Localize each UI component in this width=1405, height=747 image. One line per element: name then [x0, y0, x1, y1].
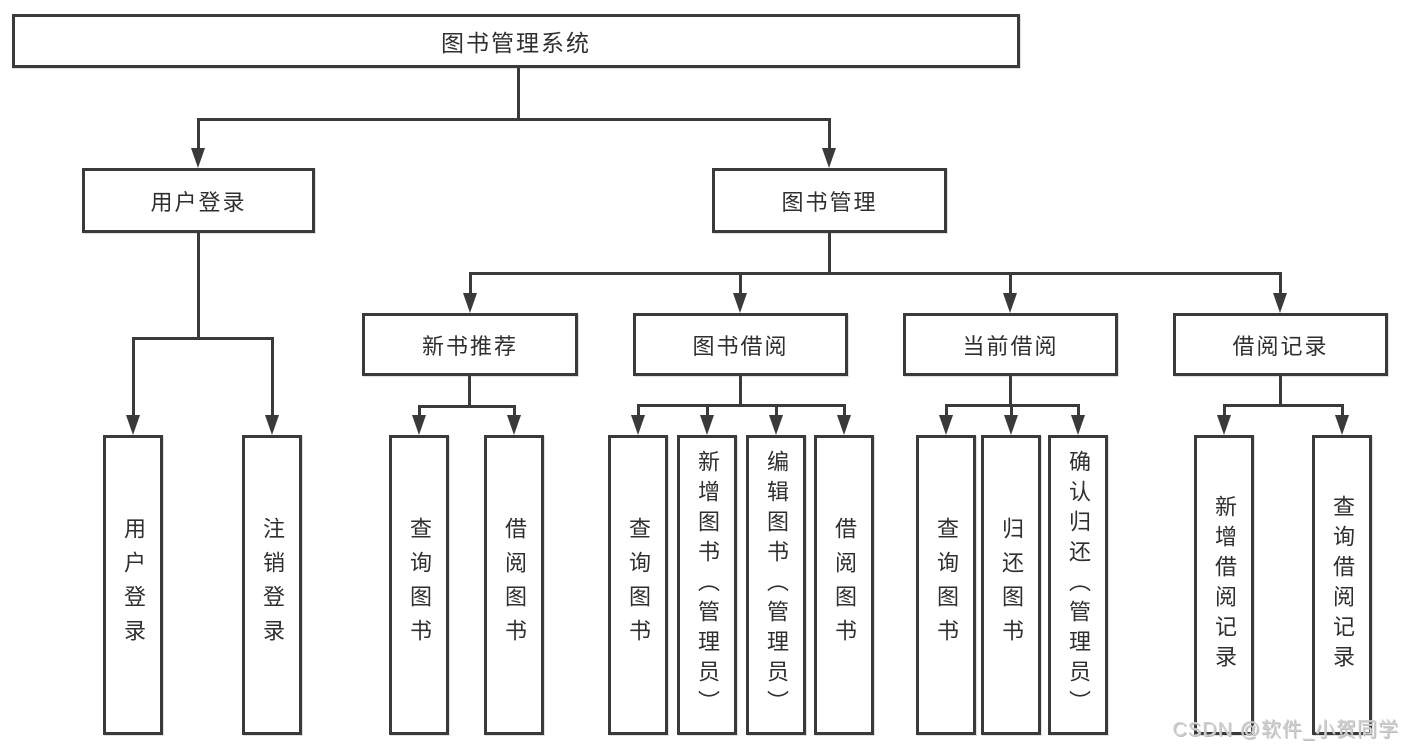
leaf-query-borrow-record: 查询借阅记录 — [1312, 435, 1372, 735]
connector-line — [1279, 272, 1282, 294]
connector-line — [739, 272, 742, 294]
connector-line — [418, 405, 515, 408]
leaf-return-books: 归还图书 — [981, 435, 1041, 735]
connector-line — [1009, 376, 1012, 407]
connector-line — [513, 405, 516, 416]
leaf-label: 确认归还（管理员） — [1066, 450, 1091, 720]
leaf-label: 查询图书 — [407, 517, 432, 653]
leaf-add-borrow-record: 新增借阅记录 — [1194, 435, 1254, 735]
connector-line — [637, 404, 640, 416]
arrow-down-icon — [412, 415, 426, 435]
node-current-borrowing: 当前借阅 — [903, 313, 1118, 376]
connector-line — [739, 376, 742, 407]
arrow-down-icon — [700, 415, 714, 435]
node-book-borrowing: 图书借阅 — [633, 313, 848, 376]
arrow-down-icon — [822, 148, 836, 168]
leaf-label: 借阅图书 — [832, 517, 857, 653]
leaf-label: 新增借阅记录 — [1212, 495, 1237, 675]
leaf-query-books-1: 查询图书 — [389, 435, 449, 735]
node-user-login: 用户登录 — [82, 168, 315, 233]
arrow-down-icon — [463, 293, 477, 313]
node-label: 借阅记录 — [1232, 333, 1329, 359]
arrow-down-icon — [1273, 293, 1287, 313]
leaf-label: 用户登录 — [121, 517, 146, 653]
arrow-down-icon — [769, 415, 783, 435]
connector-line — [271, 337, 274, 416]
node-label: 图书借阅 — [692, 333, 789, 359]
connector-line — [197, 233, 200, 340]
node-system-root: 图书管理系统 — [12, 14, 1020, 68]
connector-line — [945, 404, 948, 416]
connector-line — [1279, 376, 1282, 407]
connector-line — [132, 337, 273, 340]
node-label: 当前借阅 — [962, 333, 1059, 359]
arrow-down-icon — [507, 415, 521, 435]
connector-line — [1223, 404, 1343, 407]
node-borrowing-records: 借阅记录 — [1173, 313, 1388, 376]
connector-line — [132, 337, 135, 416]
leaf-label: 查询图书 — [934, 517, 959, 653]
connector-line — [517, 68, 520, 121]
leaf-borrow-books-2: 借阅图书 — [814, 435, 874, 735]
leaf-label: 注销登录 — [260, 517, 285, 653]
node-label: 图书管理系统 — [441, 30, 591, 56]
leaf-label: 归还图书 — [999, 517, 1024, 653]
arrow-down-icon — [1071, 415, 1085, 435]
connector-line — [197, 118, 200, 149]
connector-line — [843, 404, 846, 416]
arrow-down-icon — [733, 293, 747, 313]
connector-line — [469, 272, 472, 294]
leaf-query-books-2: 查询图书 — [608, 435, 668, 735]
leaf-label: 借阅图书 — [502, 517, 527, 653]
node-label: 新书推荐 — [421, 333, 518, 359]
arrow-down-icon — [837, 415, 851, 435]
connector-line — [775, 404, 778, 416]
connector-line — [1009, 272, 1012, 294]
arrow-down-icon — [939, 415, 953, 435]
connector-line — [1223, 404, 1226, 416]
connector-line — [1010, 404, 1013, 416]
arrow-down-icon — [1003, 293, 1017, 313]
node-book-management: 图书管理 — [712, 168, 947, 233]
connector-line — [468, 376, 471, 408]
leaf-borrow-books-1: 借阅图书 — [484, 435, 544, 735]
leaf-add-books-admin: 新增图书（管理员） — [677, 435, 737, 735]
arrow-down-icon — [1004, 415, 1018, 435]
connector-line — [637, 404, 845, 407]
leaf-query-books-3: 查询图书 — [916, 435, 976, 735]
connector-line — [706, 404, 709, 416]
arrow-down-icon — [1335, 415, 1349, 435]
leaf-label: 新增图书（管理员） — [695, 450, 720, 720]
node-label: 图书管理 — [781, 189, 878, 215]
node-label: 用户登录 — [150, 189, 247, 215]
connector-line — [469, 272, 1281, 275]
arrow-down-icon — [1217, 415, 1231, 435]
connector-line — [828, 118, 831, 149]
leaf-logout: 注销登录 — [242, 435, 302, 735]
connector-line — [1341, 404, 1344, 416]
leaf-label: 查询借阅记录 — [1330, 495, 1355, 675]
leaf-label: 编辑图书（管理员） — [764, 450, 789, 720]
arrow-down-icon — [265, 415, 279, 435]
leaf-label: 查询图书 — [626, 517, 651, 653]
connector-line — [828, 233, 831, 275]
connector-line — [197, 118, 831, 121]
connector-line — [418, 405, 421, 416]
connector-line — [1077, 404, 1080, 416]
arrow-down-icon — [126, 415, 140, 435]
node-new-book-recommendation: 新书推荐 — [362, 313, 578, 376]
leaf-confirm-return-admin: 确认归还（管理员） — [1048, 435, 1108, 735]
leaf-edit-books-admin: 编辑图书（管理员） — [746, 435, 806, 735]
arrow-down-icon — [191, 148, 205, 168]
leaf-user-login: 用户登录 — [103, 435, 163, 735]
csdn-watermark: CSDN @软件_小贺同学 — [1172, 719, 1399, 741]
arrow-down-icon — [631, 415, 645, 435]
